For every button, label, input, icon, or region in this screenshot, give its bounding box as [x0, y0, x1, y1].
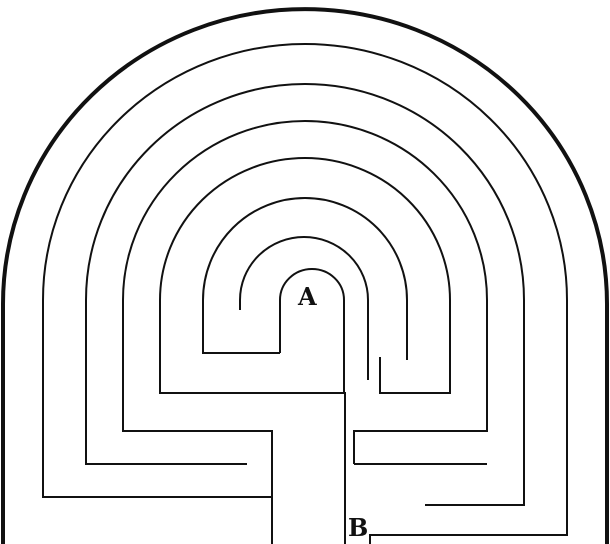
- center-label-a: A: [297, 282, 317, 311]
- entrance-label-b: B: [348, 513, 368, 542]
